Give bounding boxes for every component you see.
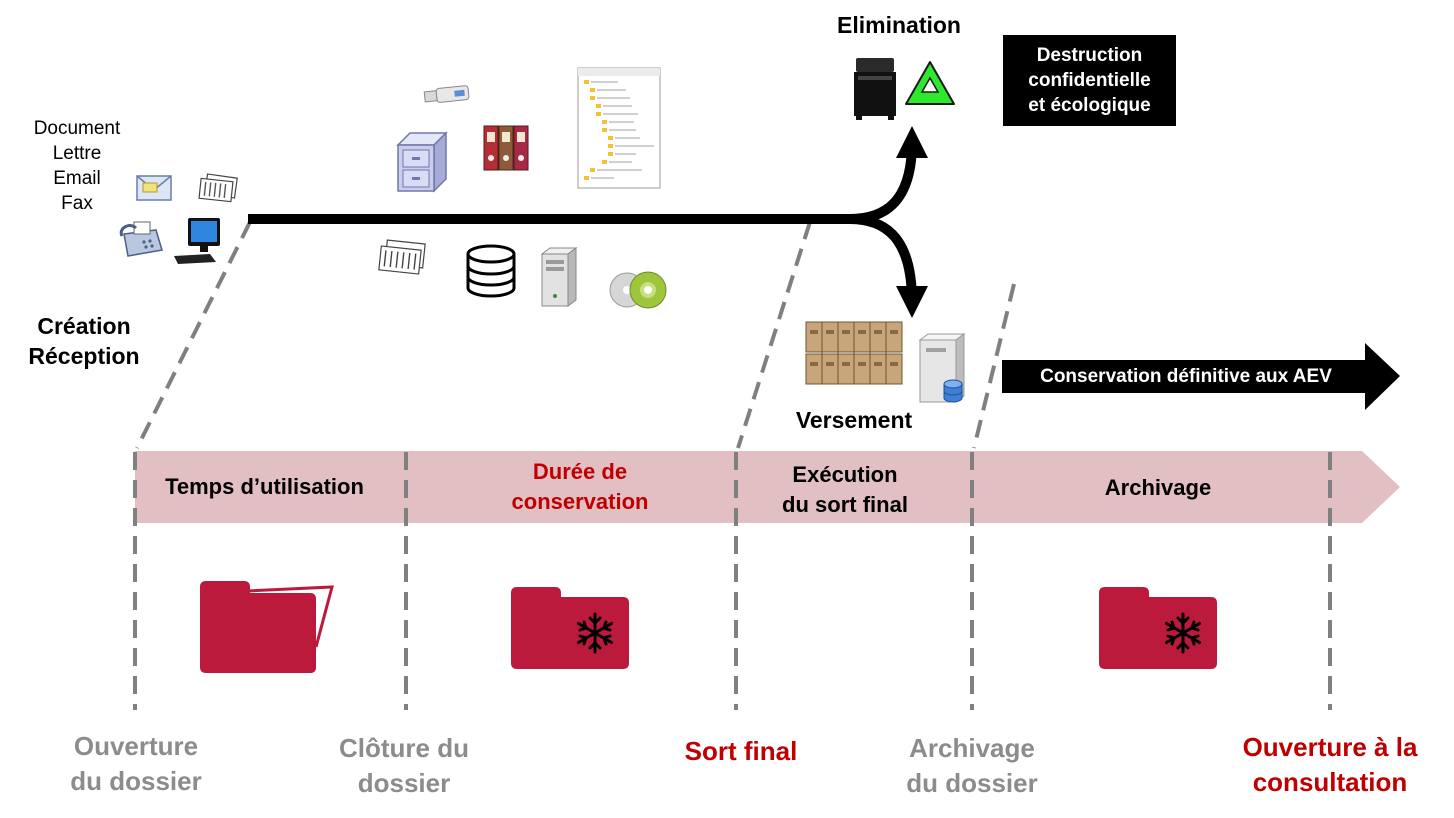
source-type: Document	[33, 118, 121, 139]
recycle-icon	[905, 61, 955, 105]
phase-line: Temps d’utilisation	[165, 474, 364, 499]
milestone-line: dossier	[357, 768, 451, 798]
creation-line: Création	[37, 313, 131, 339]
phase-line: Exécution	[792, 462, 898, 487]
milestone-archivage-dossier: Archivage du dossier	[880, 731, 1064, 801]
milestone-ouverture-consultation: Ouverture à la consultation	[1222, 730, 1438, 800]
milestone-line: du dossier	[906, 768, 1038, 798]
phase-temps-utilisation: Temps d’utilisation	[137, 472, 392, 502]
phase-band	[135, 451, 1400, 523]
slant-connector-creation	[135, 221, 252, 449]
phase-archivage: Archivage	[1068, 473, 1248, 503]
phase-duree-conservation: Durée de conservation	[470, 457, 690, 517]
milestone-line: Ouverture	[73, 731, 199, 761]
open-folder-icon	[200, 581, 334, 673]
computer-icon	[174, 218, 220, 264]
phase-line: Durée de	[532, 459, 628, 484]
milestone-line: Clôture du	[339, 733, 469, 763]
phase-line: Archivage	[1104, 475, 1212, 500]
milestone-sort-final: Sort final	[660, 734, 822, 769]
source-type: Email	[53, 168, 101, 189]
conservation-arrow	[1002, 343, 1400, 410]
destruction-line: Destruction	[1036, 45, 1143, 66]
shredder-icon	[854, 58, 896, 120]
conservation-arrow-label: Conservation définitive aux AEV	[1040, 366, 1332, 387]
destruction-box: Destruction confidentielle et écologique	[1003, 35, 1176, 126]
milestone-line: consultation	[1252, 767, 1408, 797]
phase-line: conservation	[511, 489, 649, 514]
milestone-cloture-dossier: Clôture du dossier	[316, 731, 492, 801]
milestone-line: du dossier	[70, 766, 202, 796]
milestone-line: Archivage	[909, 733, 1035, 763]
archive-boxes-icon	[805, 321, 903, 385]
frozen-folder-icon	[511, 587, 629, 669]
fax-pages-icon	[198, 173, 238, 203]
milestone-ouverture-dossier: Ouverture du dossier	[40, 729, 232, 799]
binders-icon	[483, 125, 529, 171]
folder-tree-icon	[577, 67, 661, 189]
milestone-line: Sort final	[684, 736, 798, 766]
elimination-title: Elimination	[837, 12, 961, 38]
source-type: Fax	[61, 193, 93, 214]
slant-connector-archivage	[972, 283, 1016, 449]
phase-line: du sort final	[782, 492, 908, 517]
source-types-list: Document Lettre Email Fax	[18, 116, 136, 216]
reception-line: Réception	[28, 343, 140, 369]
creation-label: Création Réception	[14, 311, 154, 371]
fork-up-arrow	[849, 126, 928, 224]
paper-sheets-icon	[378, 239, 426, 275]
versement-label: Versement	[795, 407, 913, 433]
database-icon	[466, 244, 516, 298]
source-type: Lettre	[52, 143, 102, 164]
destruction-line: confidentielle	[1028, 70, 1151, 91]
archive-server-icon	[918, 333, 966, 403]
cd-disc-icon	[609, 271, 667, 309]
destruction-line: et écologique	[1028, 95, 1151, 116]
frozen-folder-icon	[1099, 587, 1217, 669]
phase-execution-sort-final: Exécution du sort final	[748, 460, 942, 520]
milestone-line: Ouverture à la	[1242, 732, 1418, 762]
slant-connector-versement	[736, 221, 812, 449]
envelope-icon	[136, 175, 172, 201]
server-tower-icon	[540, 247, 578, 307]
filing-cabinet-icon	[396, 131, 448, 193]
fork-down-arrow	[849, 214, 928, 318]
fax-machine-icon	[119, 221, 163, 257]
usb-drive-icon	[423, 85, 470, 103]
